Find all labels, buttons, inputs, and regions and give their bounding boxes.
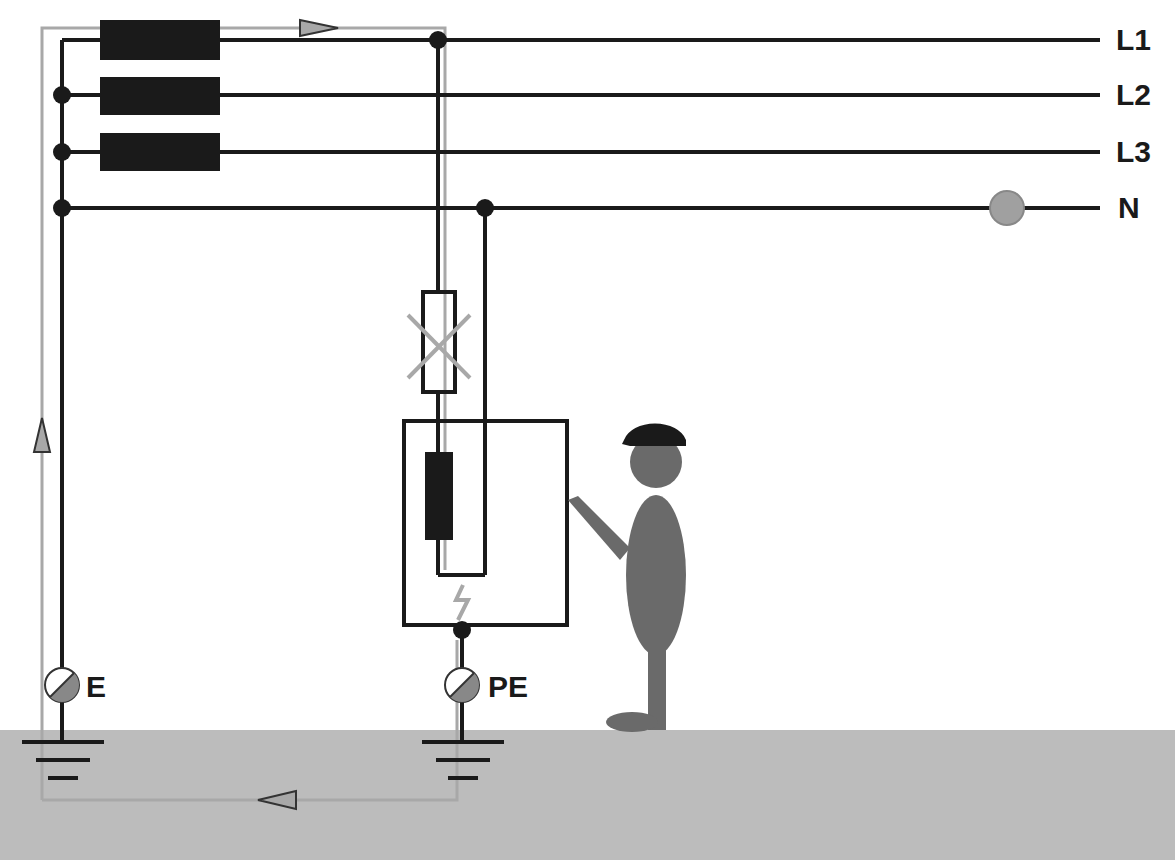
device-load xyxy=(425,452,453,540)
conductor-label: L3 xyxy=(1116,137,1151,167)
current-arrow xyxy=(258,791,296,809)
terminal-label: E xyxy=(86,672,106,702)
device-housing xyxy=(404,421,567,625)
conductor-label: N xyxy=(1118,193,1140,223)
fault-spark xyxy=(456,585,468,620)
terminal-label: PE xyxy=(488,672,528,702)
junction-dot xyxy=(53,31,494,639)
conductors xyxy=(62,40,1100,740)
transformer-winding xyxy=(100,20,220,171)
current-arrow xyxy=(300,20,338,36)
person xyxy=(568,423,686,732)
neutral-terminal xyxy=(990,191,1024,225)
fuse xyxy=(423,292,455,392)
current-arrow xyxy=(34,418,50,452)
earth-ground xyxy=(0,730,1175,860)
conductor-label: L2 xyxy=(1116,80,1151,110)
blown-mark xyxy=(408,315,470,378)
earth-terminal xyxy=(45,668,486,709)
earth-symbol xyxy=(22,742,504,778)
conductor-label: L1 xyxy=(1116,25,1151,55)
fault-current-path xyxy=(42,28,457,800)
